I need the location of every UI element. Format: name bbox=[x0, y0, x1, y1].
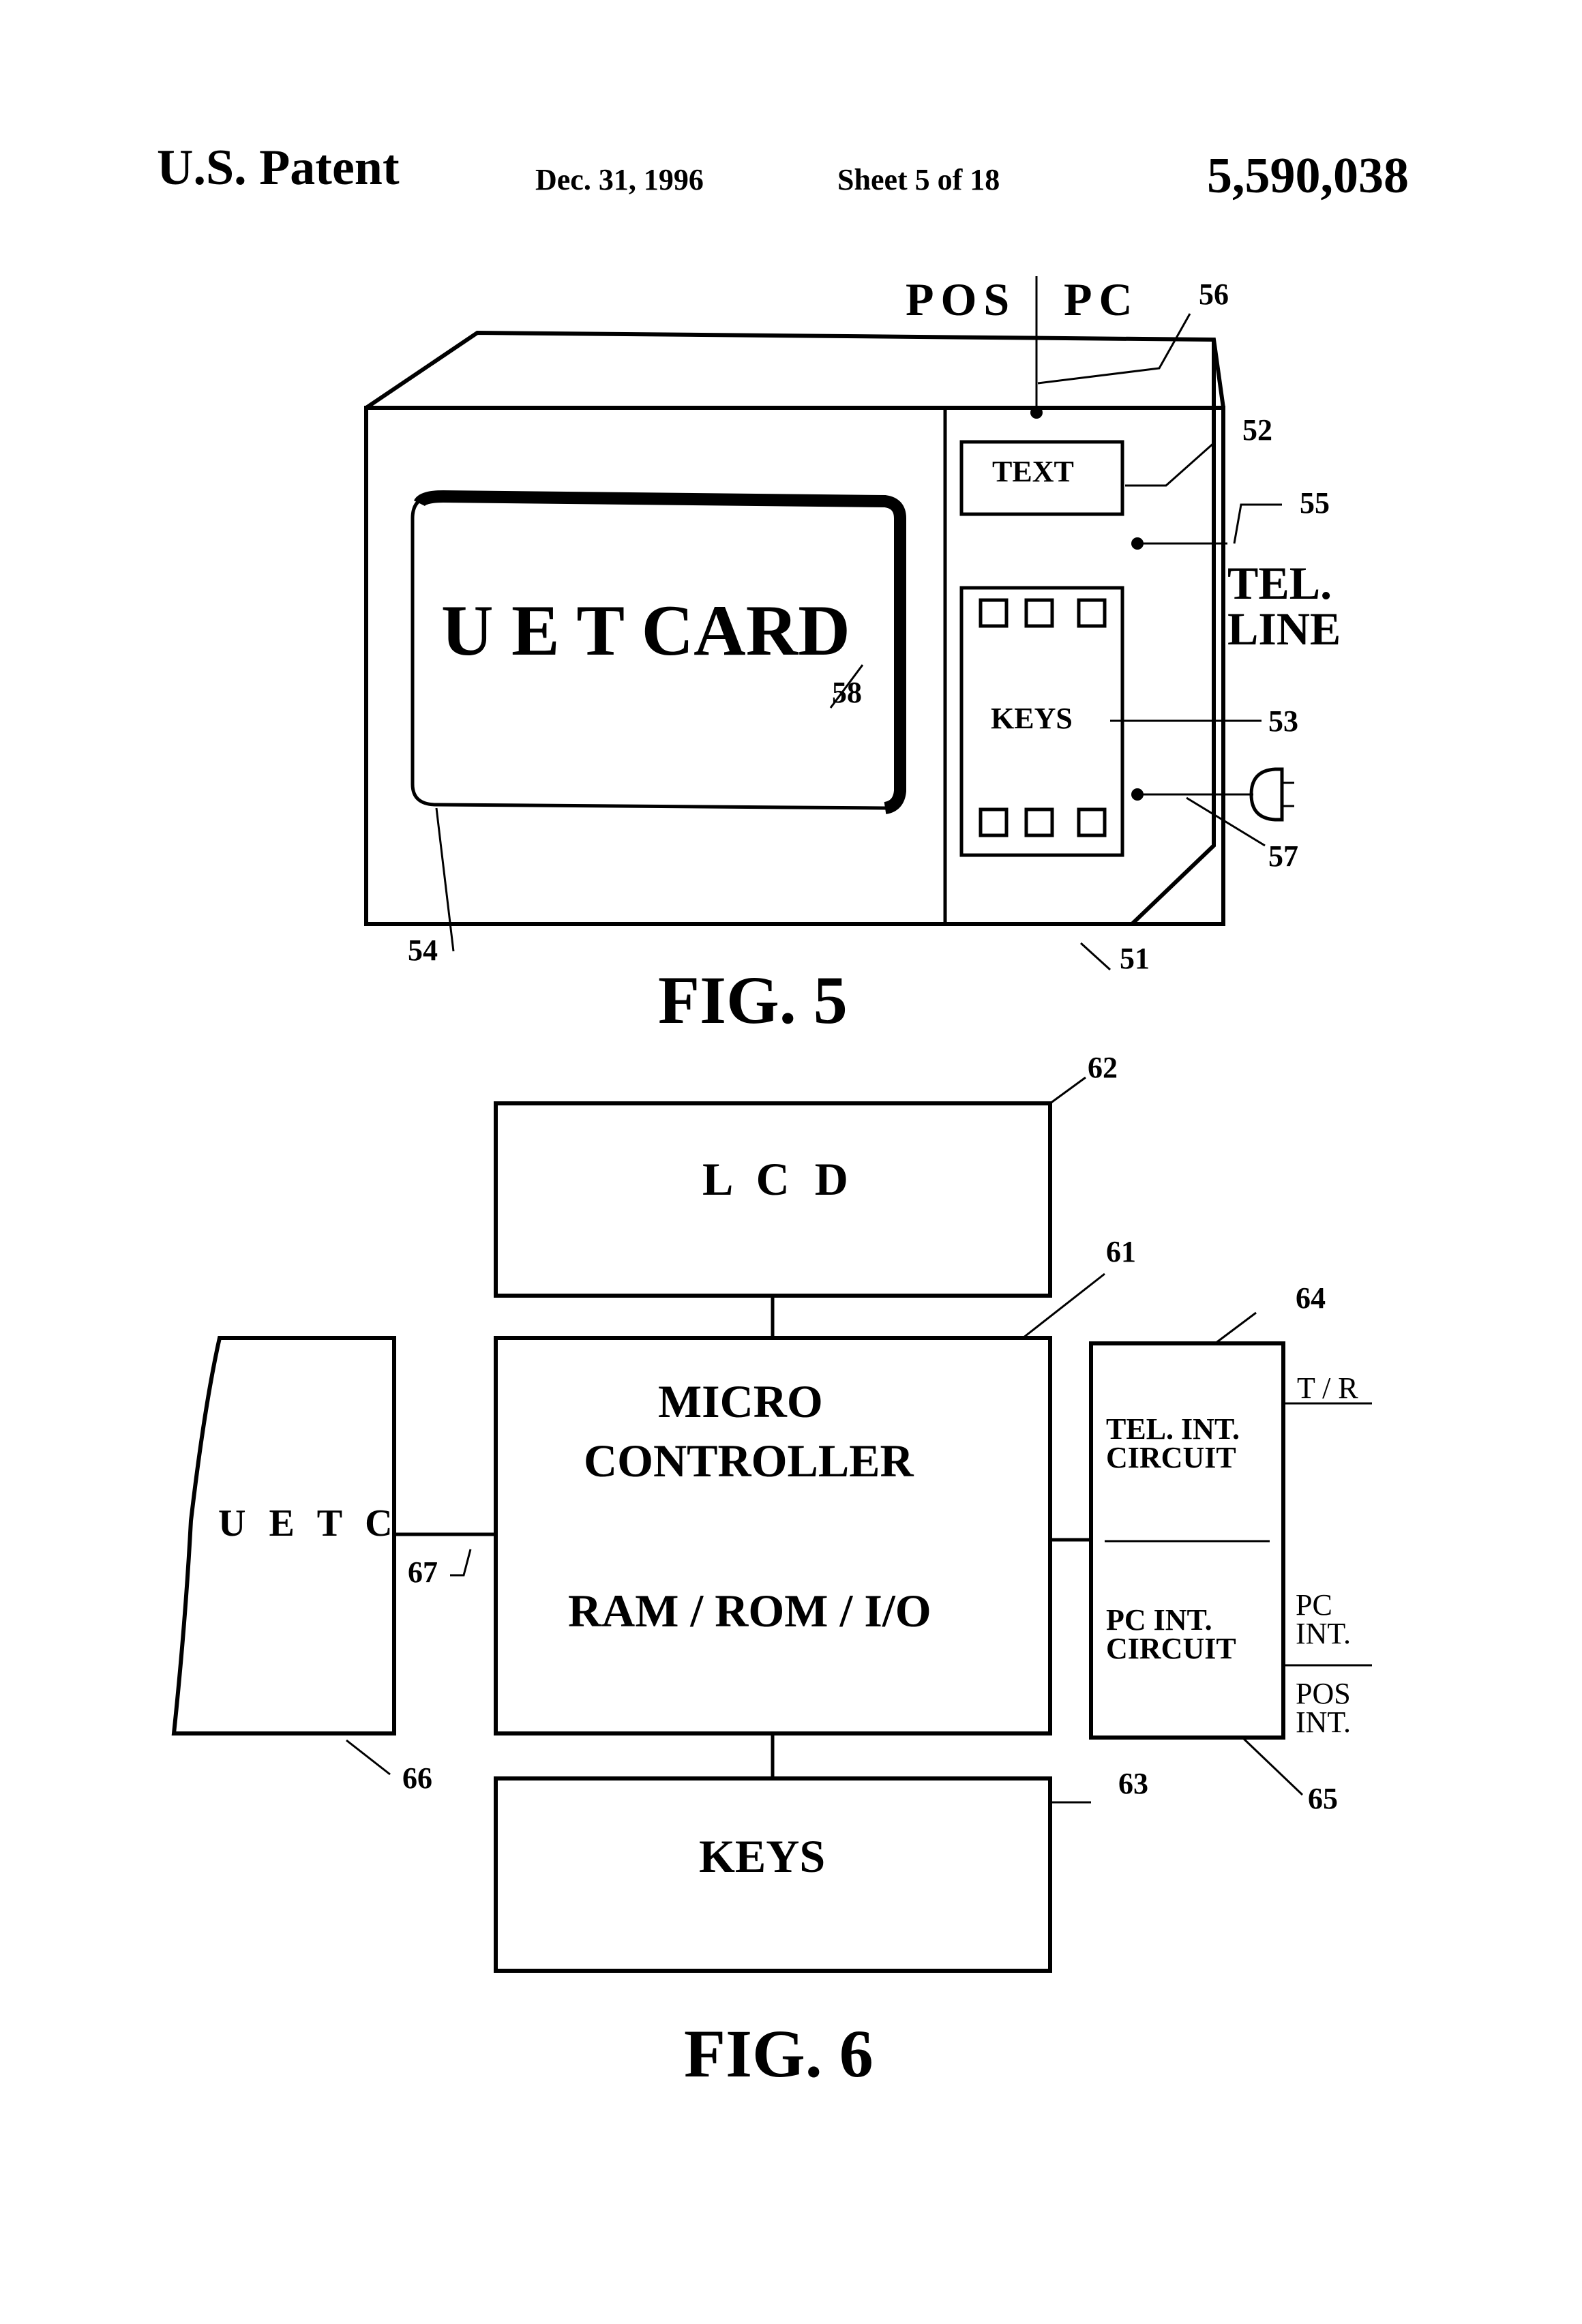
patent-date: Dec. 31, 1996 bbox=[535, 163, 704, 196]
ref-57: 57 bbox=[1268, 839, 1298, 873]
tr-label: T / R bbox=[1297, 1371, 1358, 1405]
fig6-caption: FIG. 6 bbox=[684, 2016, 874, 2091]
ref-55: 55 bbox=[1300, 486, 1330, 520]
leader-62 bbox=[1050, 1077, 1086, 1103]
lcd-label: L C D bbox=[702, 1153, 855, 1205]
tel-int-label-2: CIRCUIT bbox=[1106, 1441, 1236, 1474]
ref-64: 64 bbox=[1296, 1281, 1326, 1315]
keys-block-label: KEYS bbox=[699, 1830, 825, 1882]
ref-58: 58 bbox=[832, 676, 862, 709]
tel-line-label-1: TEL. bbox=[1227, 557, 1332, 609]
keys-label: KEYS bbox=[991, 702, 1073, 735]
micro-label-2: CONTROLLER bbox=[584, 1435, 914, 1487]
key-top-3 bbox=[1079, 600, 1105, 626]
patent-label: U.S. Patent bbox=[157, 140, 400, 196]
switch-contact bbox=[1030, 406, 1043, 419]
ref-66: 66 bbox=[402, 1761, 432, 1795]
sheet-number: Sheet 5 of 18 bbox=[837, 163, 1000, 196]
ref-61: 61 bbox=[1106, 1235, 1136, 1268]
key-bottom-1 bbox=[981, 809, 1006, 835]
power-plug-icon bbox=[1251, 769, 1282, 820]
fig5-caption: FIG. 5 bbox=[658, 962, 848, 1038]
text-display-label: TEXT bbox=[992, 455, 1074, 488]
ref-56: 56 bbox=[1199, 278, 1229, 311]
leader-64 bbox=[1215, 1313, 1256, 1343]
pc-out-label-2: INT. bbox=[1296, 1617, 1351, 1650]
pos-label: POS bbox=[906, 273, 1016, 325]
patent-number: 5,590,038 bbox=[1207, 148, 1409, 204]
leader-67 bbox=[450, 1549, 471, 1575]
key-bottom-3 bbox=[1079, 809, 1105, 835]
ref-52: 52 bbox=[1242, 413, 1272, 447]
tel-line-label-2: LINE bbox=[1227, 603, 1341, 655]
device-side-face bbox=[1132, 340, 1214, 924]
leader-51 bbox=[1081, 943, 1110, 970]
ref-51: 51 bbox=[1120, 942, 1150, 975]
pc-int-label-2: CIRCUIT bbox=[1106, 1632, 1236, 1665]
fig6-drawing: L C D MICRO CONTROLLER RAM / ROM / I/O K… bbox=[174, 1051, 1372, 2091]
micro-label-1: MICRO bbox=[658, 1375, 823, 1427]
pos-out-label-2: INT. bbox=[1296, 1705, 1351, 1739]
card-text: U E T CARD bbox=[441, 591, 850, 670]
fig5-drawing: U E T CARD TEXT KEYS POS PC TEL. LINE bbox=[366, 273, 1341, 1038]
pc-label: PC bbox=[1064, 273, 1139, 325]
key-bottom-2 bbox=[1026, 809, 1052, 835]
uetc-label: U E T C bbox=[218, 1502, 400, 1545]
ref-65: 65 bbox=[1308, 1782, 1338, 1815]
ref-67: 67 bbox=[408, 1555, 438, 1589]
leader-61 bbox=[1023, 1274, 1105, 1338]
key-top-1 bbox=[981, 600, 1006, 626]
ref-63: 63 bbox=[1118, 1767, 1148, 1800]
memory-label: RAM / ROM / I/O bbox=[568, 1585, 931, 1637]
ref-54: 54 bbox=[408, 934, 438, 967]
device-top-face bbox=[366, 333, 1223, 408]
ref-53: 53 bbox=[1268, 704, 1298, 738]
leader-52 bbox=[1125, 442, 1215, 486]
leader-55 bbox=[1234, 505, 1282, 543]
ref-62: 62 bbox=[1088, 1051, 1118, 1084]
leader-65 bbox=[1242, 1738, 1302, 1795]
leader-66 bbox=[346, 1740, 390, 1774]
leader-54 bbox=[436, 808, 453, 951]
key-top-2 bbox=[1026, 600, 1052, 626]
